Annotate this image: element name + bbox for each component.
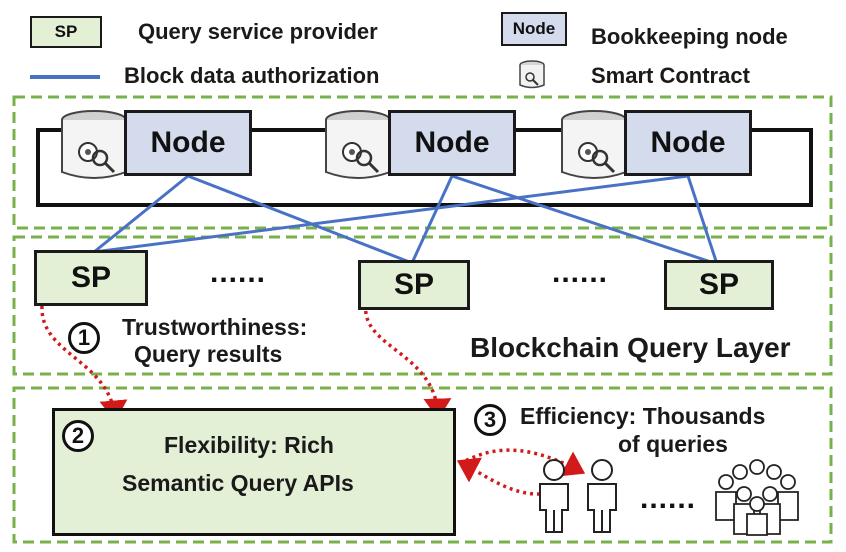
authorization-lines <box>93 174 719 266</box>
node-1: Node <box>124 110 252 176</box>
user-icon-2 <box>587 459 617 533</box>
flex-title: Flexibility: Rich <box>164 432 334 458</box>
arrow-sp2-to-api <box>364 303 452 420</box>
blockchain-layer-border <box>12 95 833 230</box>
legend-node-label: Bookkeeping node <box>591 24 788 49</box>
smart-contract-icon-2 <box>325 110 391 179</box>
user-layer-border <box>12 386 833 544</box>
sp-3: SP <box>664 260 774 310</box>
smart-contract-icon-1 <box>61 110 127 179</box>
legend-auth-label: Block data authorization <box>124 63 380 88</box>
legend-node-key: Node <box>501 12 567 46</box>
flex-subtitle: Semantic Query APIs <box>122 470 354 496</box>
query-api-box <box>52 408 456 536</box>
arrow-users-to-api <box>456 457 541 496</box>
node-2: Node <box>388 110 516 176</box>
legend-sp-label: Query service provider <box>138 19 378 44</box>
users-ellipsis: ...... <box>640 482 697 515</box>
trust-subtitle: Query results <box>134 341 283 367</box>
sp-ellipsis-2: ...... <box>552 256 609 289</box>
trust-number-badge: 1 <box>68 322 100 354</box>
eff-title: Efficiency: Thousands <box>520 403 766 429</box>
user-group-icon <box>715 459 799 536</box>
user-icon-1 <box>539 459 569 533</box>
smart-contract-icon <box>519 60 545 89</box>
flex-number-badge: 2 <box>62 420 94 452</box>
arrow-api-to-users <box>459 448 586 477</box>
eff-number-badge: 3 <box>474 404 506 436</box>
legend-contract-label: Smart Contract <box>591 63 750 88</box>
trust-title: Trustworthiness: <box>122 314 308 340</box>
smart-contract-icon-3 <box>561 110 627 179</box>
arrow-sp1-to-api <box>40 305 128 422</box>
sp-ellipsis-1: ...... <box>210 256 267 289</box>
query-layer-label: Blockchain Query Layer <box>470 332 791 363</box>
node-3: Node <box>624 110 752 176</box>
legend-sp-key: SP <box>30 16 102 48</box>
sp-1: SP <box>34 250 148 306</box>
sp-2: SP <box>358 260 470 310</box>
eff-subtitle: of queries <box>618 431 728 457</box>
